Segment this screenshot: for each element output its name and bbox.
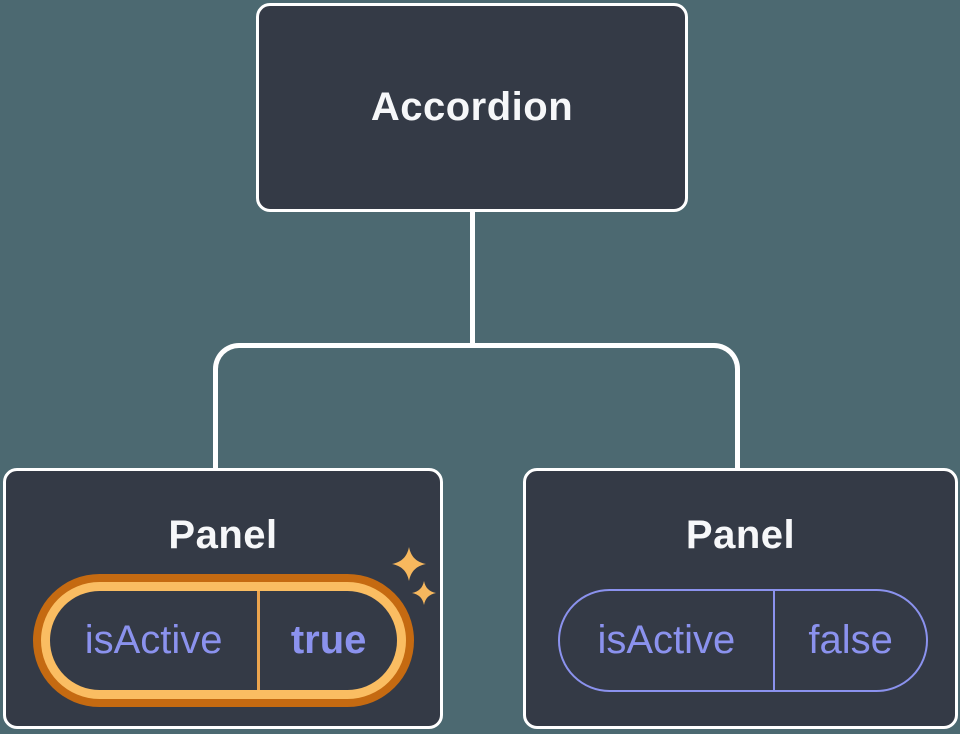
sparkle-icon bbox=[412, 581, 436, 605]
prop-name: isActive bbox=[597, 618, 736, 662]
panel-node-active: Panel isActive true bbox=[3, 468, 443, 729]
state-pill-highlighted: isActive true bbox=[33, 574, 414, 707]
state-pill: isActive false bbox=[558, 589, 928, 692]
prop-value: false bbox=[808, 618, 893, 662]
pill-divider bbox=[772, 591, 776, 690]
pill-divider bbox=[257, 591, 261, 690]
connector-branches bbox=[213, 343, 740, 468]
root-node-accordion: Accordion bbox=[256, 3, 688, 212]
prop-value: true bbox=[290, 618, 367, 662]
state-pill-body: isActive true bbox=[50, 591, 397, 690]
panel-node-inactive: Panel isActive false bbox=[523, 468, 958, 729]
root-node-label: Accordion bbox=[370, 85, 574, 129]
state-pill-highlight-ring: isActive true bbox=[41, 582, 406, 699]
connector-stem bbox=[470, 210, 475, 347]
panel-label: Panel bbox=[685, 513, 796, 557]
sparkle-icon bbox=[392, 547, 426, 581]
prop-name: isActive bbox=[84, 618, 223, 662]
panel-label: Panel bbox=[168, 513, 278, 557]
